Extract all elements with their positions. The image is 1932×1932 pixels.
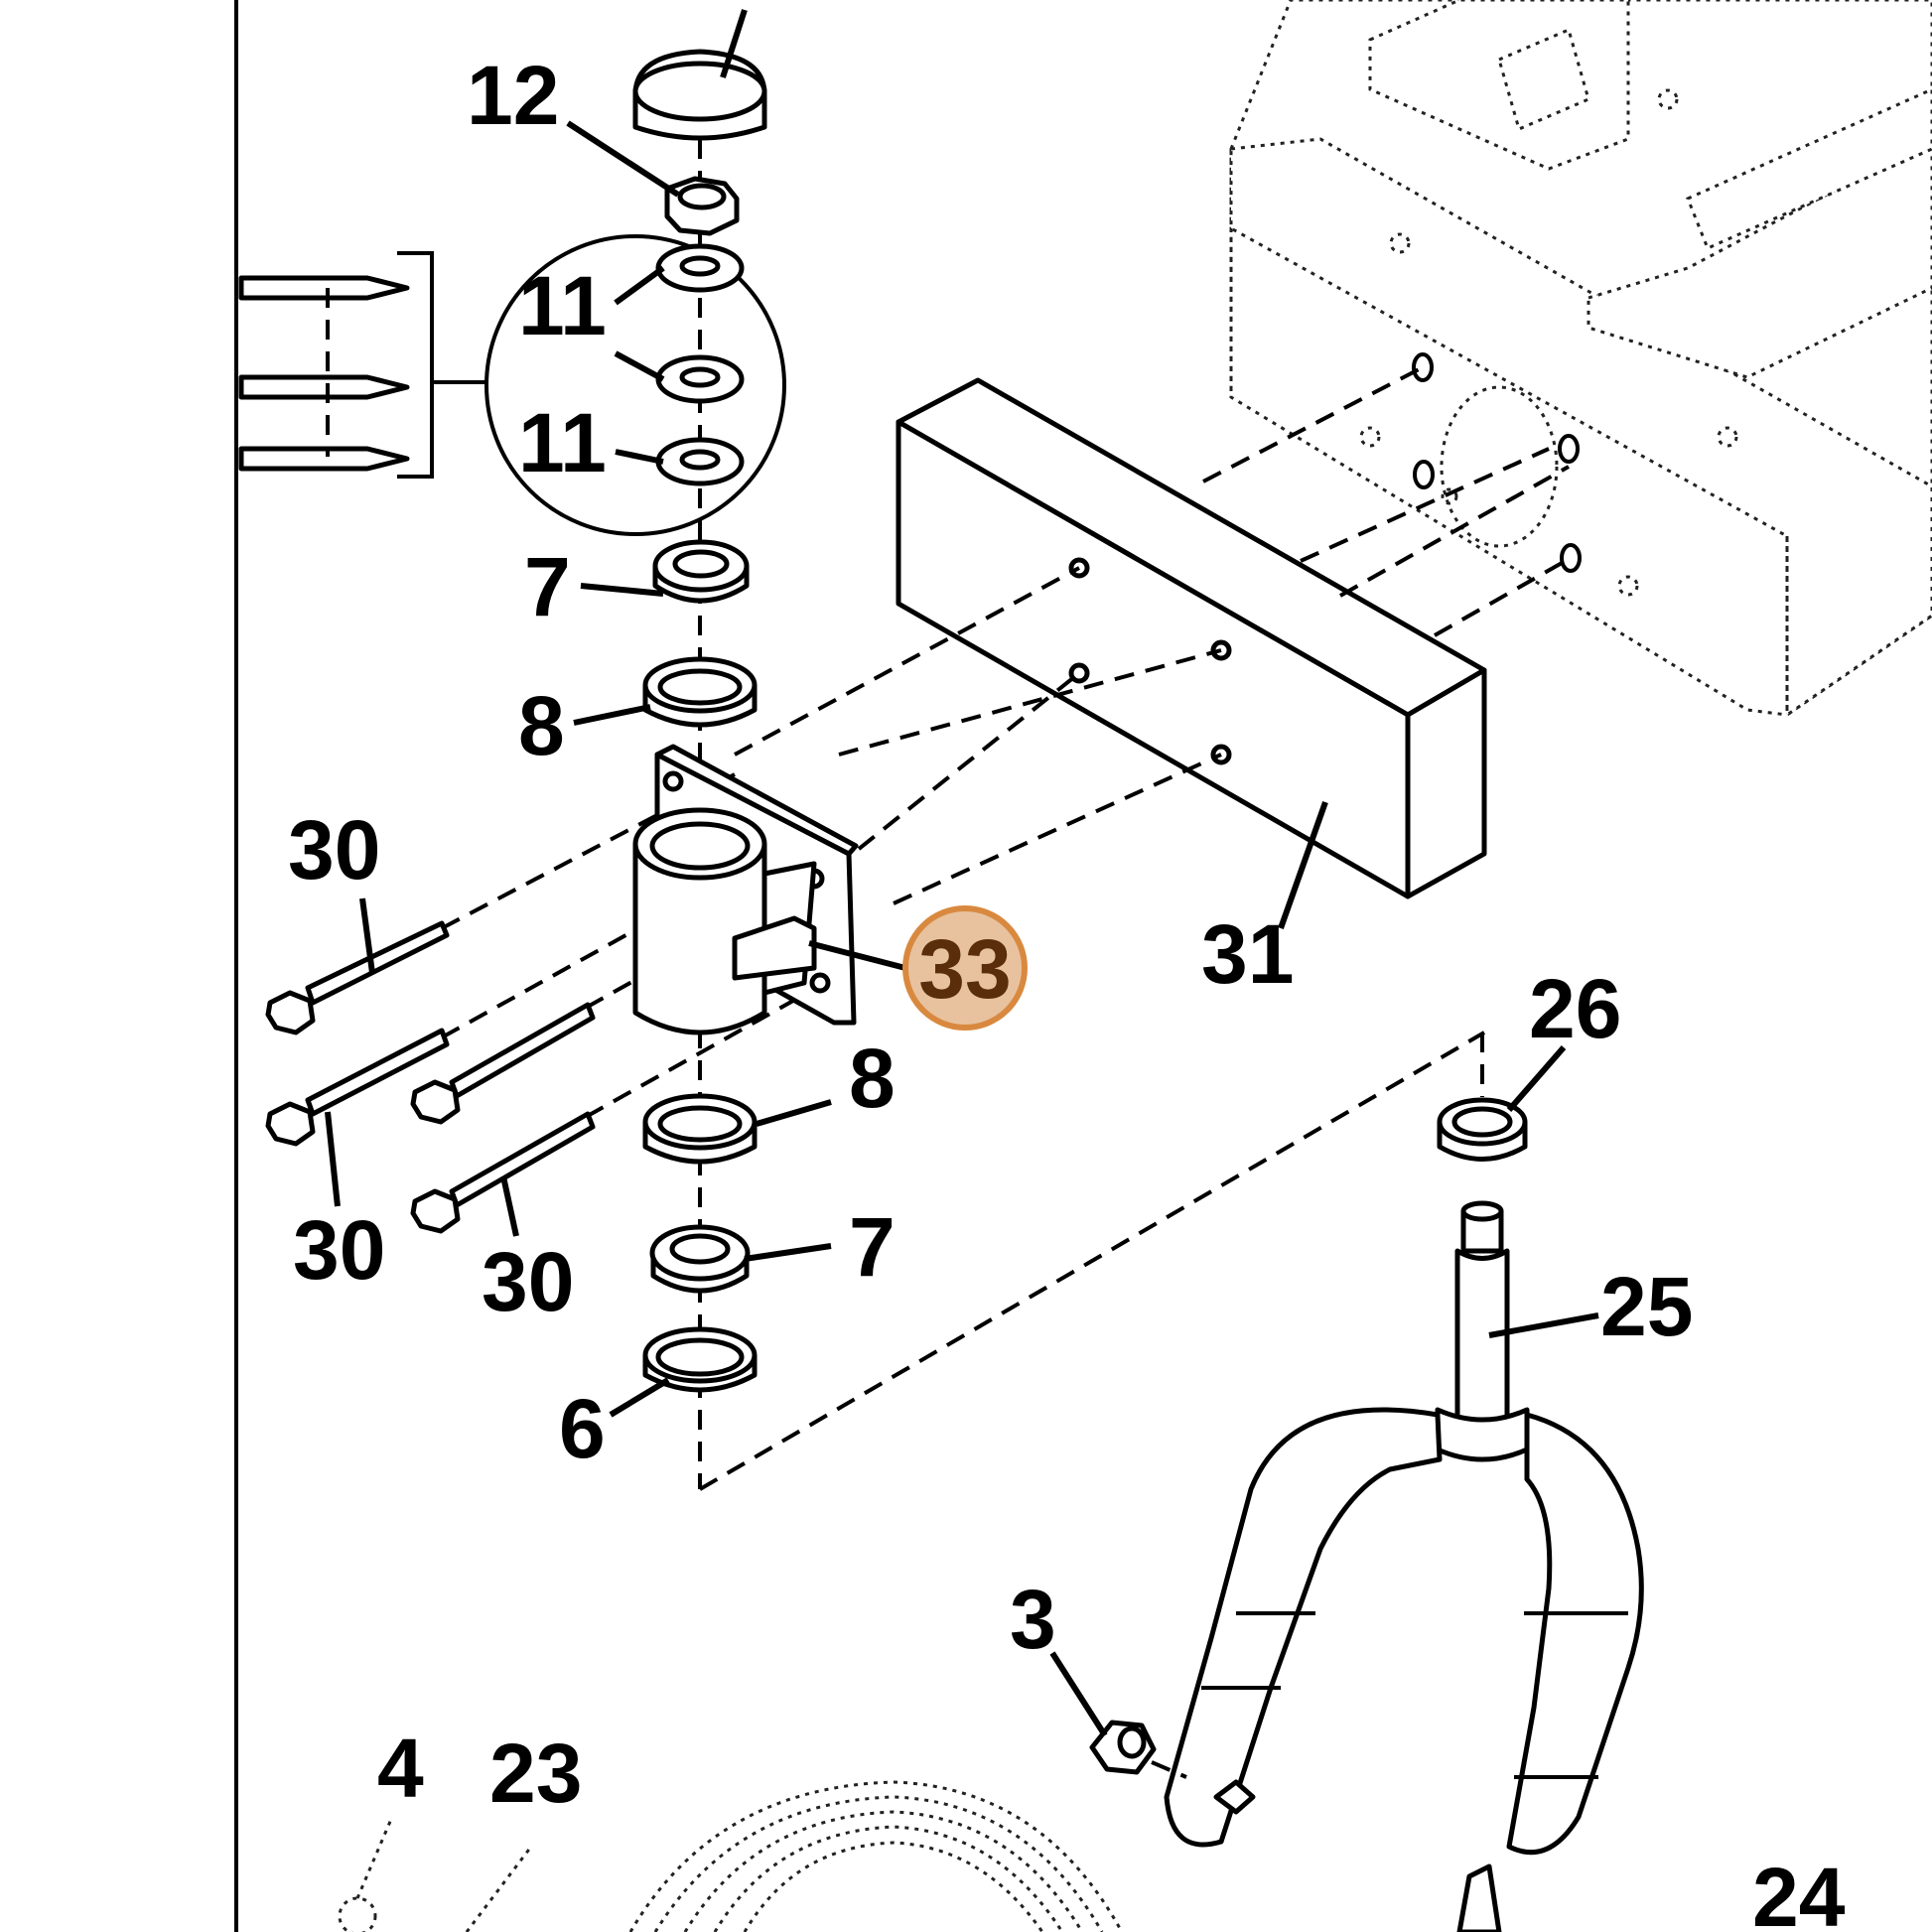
leader-lines	[325, 9, 1599, 1737]
bolts-30	[265, 920, 596, 1234]
callout-3: 3	[1010, 1573, 1056, 1666]
spacer-8-lower	[642, 1093, 758, 1165]
wheel-23	[338, 1780, 1124, 1932]
bolt-30-c	[410, 1002, 596, 1125]
bushing-26	[1437, 1097, 1528, 1162]
callout-30-lower-left: 30	[293, 1203, 385, 1297]
pivot-bracket-33	[632, 744, 859, 1035]
callout-31: 31	[1201, 907, 1294, 1001]
caster-fork-25	[1164, 1200, 1644, 1932]
callout-11-a: 11	[518, 259, 607, 352]
callout-24: 24	[1752, 1851, 1846, 1932]
callout-7-upper: 7	[524, 540, 571, 633]
highlight-circle	[902, 905, 1028, 1031]
callout-7-lower: 7	[849, 1200, 896, 1294]
callout-23: 23	[489, 1726, 582, 1820]
callout-26: 26	[1529, 962, 1621, 1055]
weight-bar-31	[896, 377, 1487, 899]
bolt-30-a	[265, 920, 450, 1035]
bolt-30-d	[410, 1111, 596, 1234]
callout-30-upper: 30	[288, 803, 380, 897]
shim-washers-group	[238, 234, 786, 536]
callout-33-highlight[interactable]: 33	[902, 905, 1028, 1031]
nut-12	[664, 176, 740, 236]
seal-6	[642, 1326, 758, 1393]
tractor-frame-phantom	[1229, 0, 1932, 718]
callout-8-lower: 8	[849, 1032, 896, 1125]
nut-3	[1089, 1720, 1187, 1779]
callout-12: 12	[467, 49, 559, 142]
callout-6: 6	[559, 1382, 606, 1475]
callout-25: 25	[1600, 1260, 1693, 1353]
callout-4: 4	[377, 1722, 424, 1815]
bearing-7-lower	[649, 1224, 751, 1294]
callout-30-lower-right: 30	[482, 1235, 574, 1328]
callout-11-b: 11	[518, 396, 607, 489]
callout-8-upper: 8	[518, 679, 565, 772]
spacer-8-upper	[642, 656, 758, 728]
bearing-7-upper	[652, 539, 750, 604]
dust-cap	[632, 49, 767, 141]
bolt-30-b	[265, 1028, 450, 1147]
callout-33: 33	[918, 922, 1011, 1016]
